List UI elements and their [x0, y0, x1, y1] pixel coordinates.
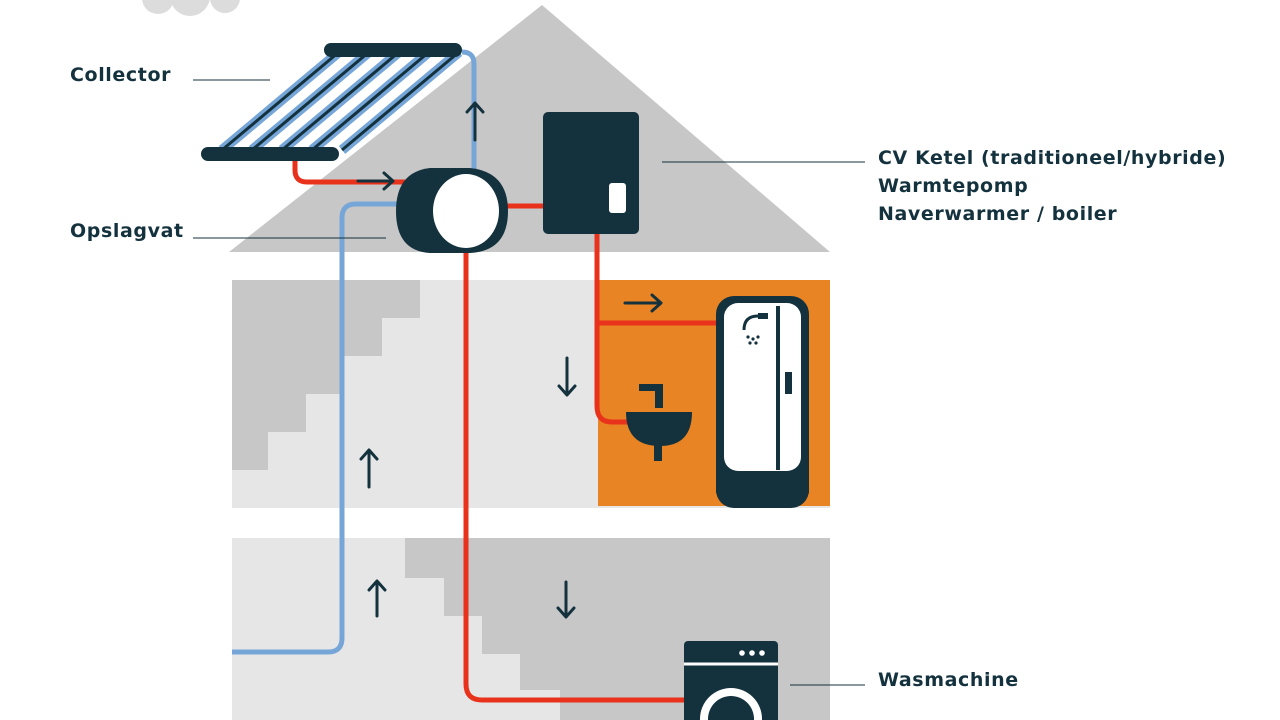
washing-machine-pipe	[463, 216, 686, 703]
boiler-icon	[543, 112, 639, 234]
sink-icon	[626, 384, 692, 461]
tank-end-cap	[433, 174, 499, 248]
house	[229, 5, 830, 720]
machine-button	[759, 650, 765, 656]
arrow-icon	[359, 448, 379, 489]
warmtepomp-label: Warmtepomp	[878, 175, 1029, 197]
cv-ketel-label: CV Ketel (traditioneel/hybride)	[878, 147, 1227, 169]
arrow-icon	[623, 293, 663, 313]
cold-water-pipes	[232, 49, 477, 655]
boiler-body	[543, 112, 639, 234]
solar-collector-icon	[201, 43, 463, 161]
washing-machine-icon	[684, 641, 778, 720]
faucet	[639, 384, 663, 408]
boiler-display	[609, 183, 626, 213]
washing-machine-label: Wasmachine	[878, 669, 1019, 691]
shower-cabin-icon	[716, 296, 809, 508]
basin	[626, 412, 692, 446]
storage-tank-label: Opslagvat	[70, 220, 184, 242]
shower-door-handle	[785, 372, 792, 394]
machine-button	[739, 650, 745, 656]
heater-labels: CV Ketel (traditioneel/hybride) Warmtepo…	[878, 144, 1226, 228]
cold-supply-pipe	[232, 201, 440, 655]
collector-tube-cores	[221, 50, 460, 152]
machine-button	[749, 650, 755, 656]
flow-arrows	[356, 101, 663, 619]
sink-drain	[654, 444, 662, 461]
storage-tank-icon	[396, 168, 508, 253]
attic-floor	[232, 252, 830, 280]
upper-stairs	[232, 280, 420, 470]
machine-drum	[708, 696, 754, 720]
shower-head-icon	[742, 313, 768, 345]
naverwarmer-label: Naverwarmer / boiler	[878, 203, 1118, 225]
collector-feed-pipe	[461, 49, 477, 186]
arrow-icon	[367, 579, 387, 618]
arrow-icon	[356, 171, 395, 191]
leader-lines	[193, 79, 865, 686]
collector-label: Collector	[70, 64, 172, 86]
upper-floor-slab	[232, 508, 830, 538]
cloud-icon	[142, 0, 240, 16]
arrow-icon	[557, 356, 577, 397]
shower-glass	[724, 303, 801, 471]
collector-return-pipe	[292, 150, 408, 185]
collector-bottom-header	[201, 147, 339, 161]
shower-tray	[716, 471, 809, 493]
arrow-icon	[465, 101, 485, 142]
collector-top-header	[324, 43, 462, 57]
arrow-icon	[556, 580, 576, 619]
roof	[229, 5, 830, 252]
